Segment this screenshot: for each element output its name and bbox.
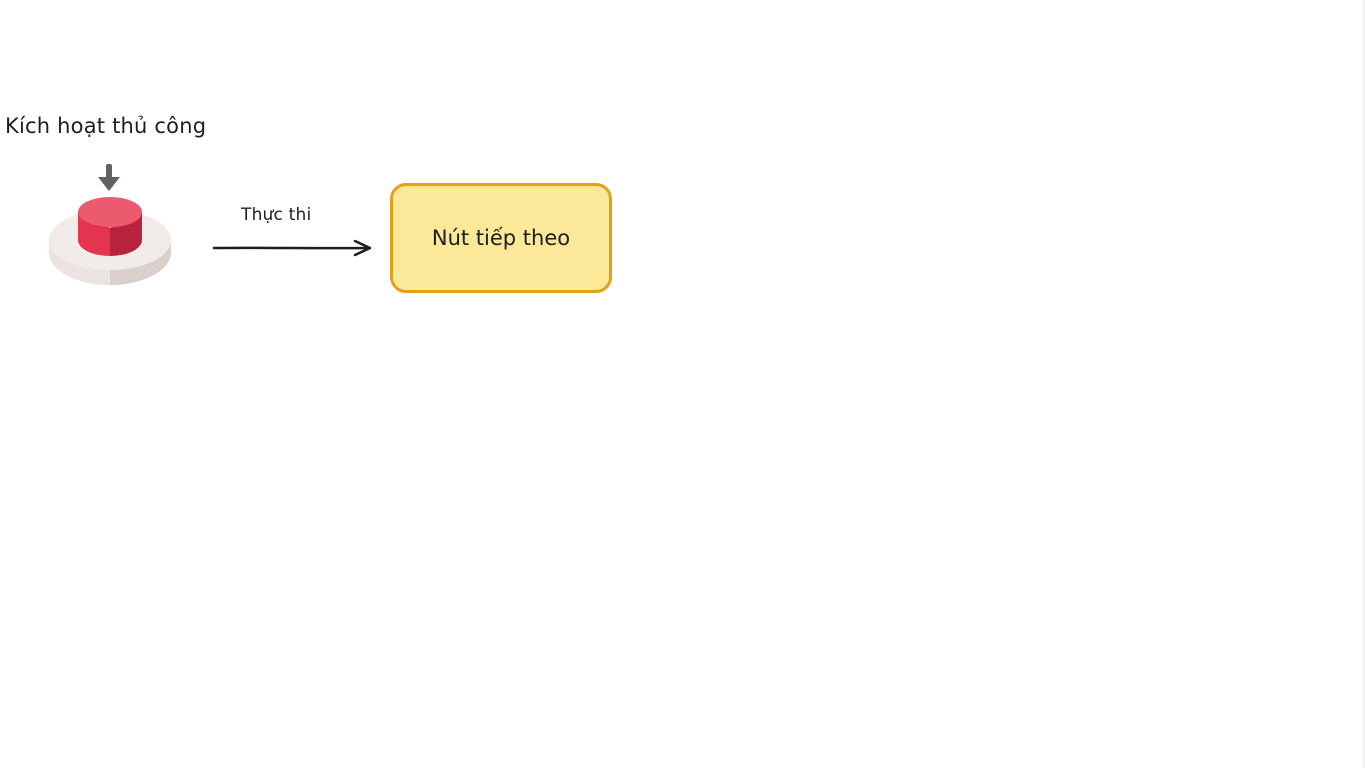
push-button-icon (49, 164, 171, 285)
edge-label: Thực thi (241, 205, 312, 225)
manual-trigger-node[interactable] (44, 160, 176, 290)
canvas-edge (1362, 0, 1365, 768)
next-node-label: Nút tiếp theo (431, 226, 571, 250)
next-node-box[interactable]: Nút tiếp theo (390, 183, 612, 293)
arrow-down-icon (98, 164, 120, 191)
trigger-label: Kích hoạt thủ công (5, 114, 207, 138)
arrow-right-icon (212, 239, 372, 257)
